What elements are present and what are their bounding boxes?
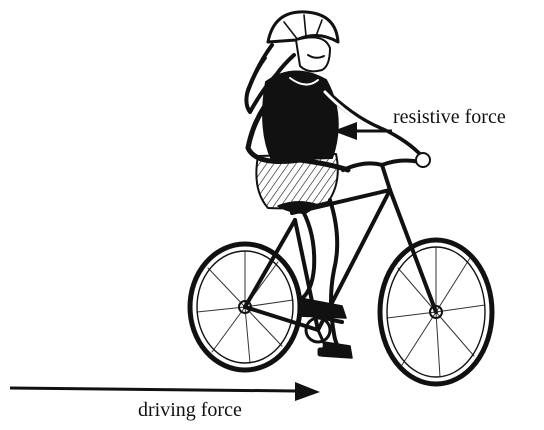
right-arrow-icon [295, 382, 320, 401]
face [296, 37, 330, 71]
rider-hand [416, 153, 430, 167]
rider-illustration [246, 12, 430, 358]
resistive-force-label: resistive force [393, 107, 506, 127]
torso [263, 71, 338, 160]
driving-force-label: driving force [138, 400, 242, 420]
shorts [256, 154, 337, 208]
resistive-force-arrow [333, 122, 392, 140]
